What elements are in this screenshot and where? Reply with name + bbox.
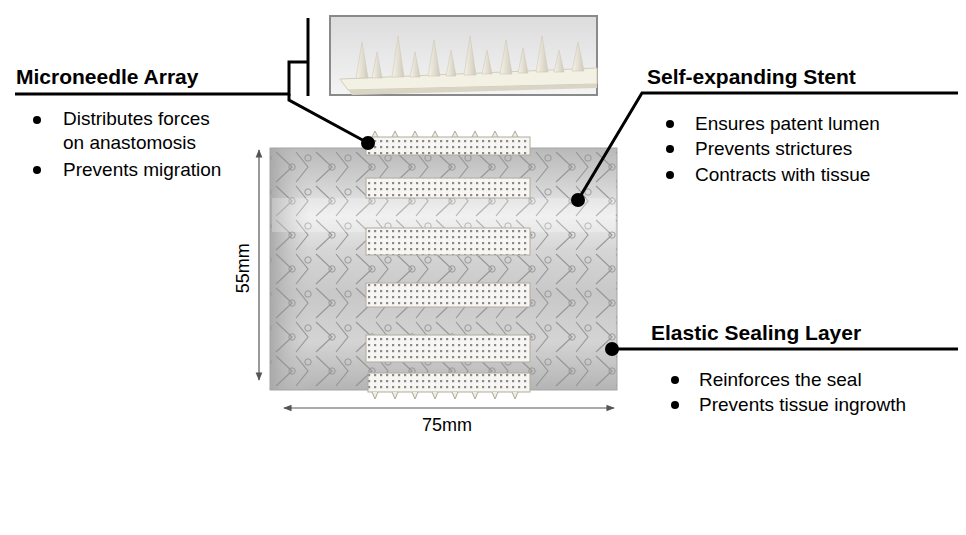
- bullet-text: Distributes forces on anastomosis: [63, 107, 233, 155]
- bullet-text: Prevents migration: [63, 158, 221, 182]
- callout-heading: Self-expanding Stent: [647, 64, 856, 90]
- dimension-label: 75mm: [407, 414, 487, 437]
- callout-heading: Elastic Sealing Layer: [651, 320, 861, 346]
- dimension-label: 55mm: [232, 228, 255, 308]
- bullet-text: Reinforces the seal: [699, 368, 862, 392]
- bullet-text: Ensures patent lumen: [695, 112, 880, 136]
- bullet-text: Contracts with tissue: [695, 163, 870, 187]
- bullet-text: Prevents strictures: [695, 137, 852, 161]
- callout-heading: Microneedle Array: [16, 64, 198, 90]
- bullet-text: Prevents tissue ingrowth: [699, 393, 906, 417]
